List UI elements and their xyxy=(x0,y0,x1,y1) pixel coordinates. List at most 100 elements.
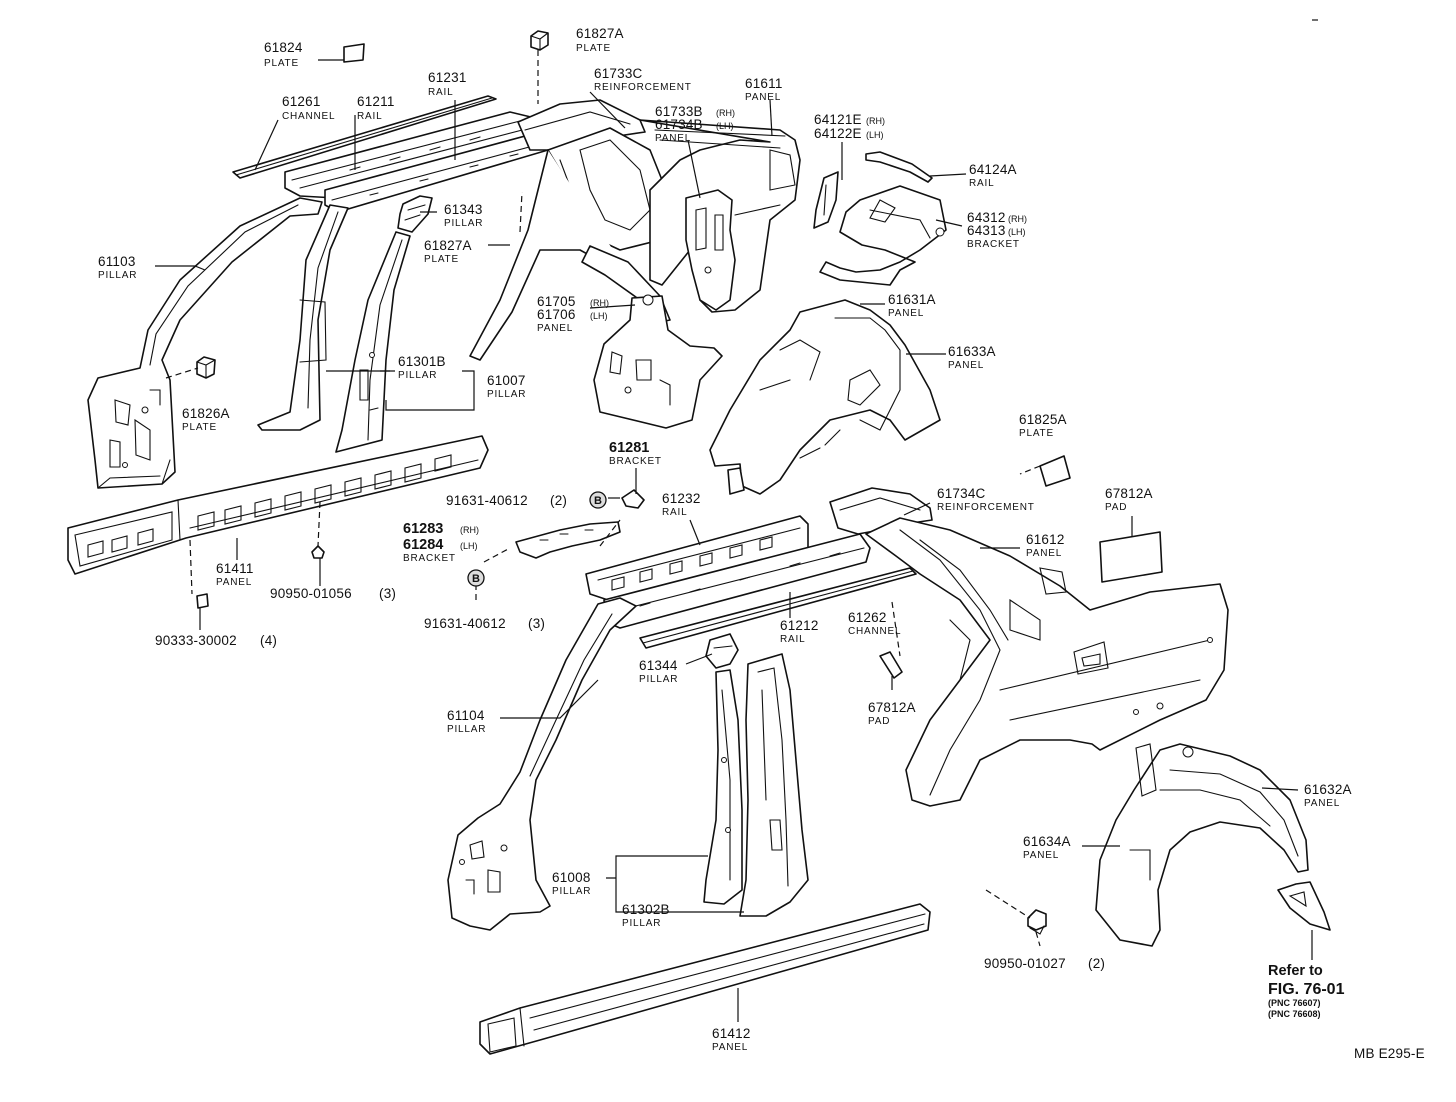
label-61705-name: PANEL xyxy=(537,323,573,334)
label-61211-name: RAIL xyxy=(357,111,382,122)
label-90950-01027-qty: (2) xyxy=(1088,956,1105,971)
label-61633a-number: 61633A xyxy=(948,344,996,359)
label-61633a-name: PANEL xyxy=(948,360,984,371)
label-61733c-number: 61733C xyxy=(594,66,643,81)
label-61284-number: 61284 xyxy=(403,537,443,553)
label-61283-name: BRACKET xyxy=(403,553,456,564)
label-64312-side: (RH) xyxy=(1008,214,1027,224)
panel-61412-part xyxy=(479,903,931,1055)
panel-61633a-part xyxy=(709,299,941,495)
refer-pnc-1: (PNC 76607) xyxy=(1268,998,1321,1008)
label-64124a-name: RAIL xyxy=(969,178,994,189)
refer-to-text: Refer to xyxy=(1268,963,1323,979)
label-61343-name: PILLAR xyxy=(444,218,483,229)
panel-61612-part xyxy=(865,517,1229,807)
label-90333-30002-number: 90333-30002 xyxy=(155,633,237,648)
label-64122e-side: (LH) xyxy=(866,130,884,140)
label-61344-number: 61344 xyxy=(639,658,678,673)
label-61302b-number: 61302B xyxy=(622,902,670,917)
label-64121e-side: (RH) xyxy=(866,116,885,126)
label-90333-30002-qty: (4) xyxy=(260,633,277,648)
plate-61826a-part xyxy=(196,356,216,379)
label-61232-number: 61232 xyxy=(662,491,701,506)
label-61344-name: PILLAR xyxy=(639,674,678,685)
label-61211-number: 61211 xyxy=(357,94,395,109)
label-64312-name: BRACKET xyxy=(967,239,1020,250)
clip-90950-01056-part xyxy=(311,545,325,559)
label-61283-number: 61283 xyxy=(403,521,443,537)
label-61008-name: PILLAR xyxy=(552,886,591,897)
label-61734c-name: REINFORCEMENT xyxy=(937,502,1035,513)
label-61103-number: 61103 xyxy=(98,254,136,269)
label-61827a-top-name: PLATE xyxy=(576,43,611,54)
pillar-61343-part xyxy=(397,195,433,233)
label-61104-name: PILLAR xyxy=(447,724,486,735)
label-61262-name: CHANNEL xyxy=(848,626,901,637)
label-61212-number: 61212 xyxy=(780,618,819,633)
channel-61262-part xyxy=(639,567,917,649)
label-67812a-bottom-number: 67812A xyxy=(868,700,916,715)
label-61734b-side: (LH) xyxy=(716,121,734,131)
label-61283-side: (RH) xyxy=(460,525,479,535)
clip-90333-30002-part xyxy=(196,593,209,609)
bracket-64121e-part xyxy=(813,171,839,229)
label-90950-01027-number: 90950-01027 xyxy=(984,956,1066,971)
label-61634a-name: PANEL xyxy=(1023,850,1059,861)
rail-64124a-part xyxy=(865,151,933,183)
label-61706-side: (LH) xyxy=(590,311,608,321)
label-64313-number: 64313 xyxy=(967,223,1006,238)
clip-90950-01027-part xyxy=(1027,909,1047,935)
label-61301b-number: 61301B xyxy=(398,354,446,369)
label-61734c-number: 61734C xyxy=(937,486,986,501)
label-90950-01056-qty: (3) xyxy=(379,586,396,601)
diagram-code: MB E295-E xyxy=(1354,1046,1425,1061)
label-61705-side: (RH) xyxy=(590,298,609,308)
label-61281-name: BRACKET xyxy=(609,456,662,467)
label-61631a-number: 61631A xyxy=(888,292,936,307)
plate-61824-part xyxy=(343,43,365,63)
pad-67812a-top-part xyxy=(1099,531,1163,583)
label-61733b-name: PANEL xyxy=(655,133,691,144)
label-61301b-name: PILLAR xyxy=(398,370,437,381)
panel-61411-part xyxy=(67,435,489,575)
badge-b-2-text: B xyxy=(472,573,480,585)
panel-61705-part xyxy=(469,149,723,429)
pillar-61302b-part xyxy=(739,653,809,917)
label-61824-number: 61824 xyxy=(264,40,303,55)
label-61302b-name: PILLAR xyxy=(622,918,661,929)
label-61706-number: 61706 xyxy=(537,307,576,322)
label-61827a-mid-number: 61827A xyxy=(424,238,472,253)
label-64124a-number: 64124A xyxy=(969,162,1017,177)
plate-61827a-top-part xyxy=(530,30,549,51)
label-61411-name: PANEL xyxy=(216,577,252,588)
pillar-61008-part xyxy=(703,669,743,905)
rail-61232-part xyxy=(585,515,809,601)
label-61612-name: PANEL xyxy=(1026,548,1062,559)
label-61611-number: 61611 xyxy=(745,76,783,91)
plate-61825a-part xyxy=(1039,455,1071,487)
label-61104-number: 61104 xyxy=(447,708,485,723)
label-61007-name: PILLAR xyxy=(487,389,526,400)
label-61733b-side: (RH) xyxy=(716,108,735,118)
bolt-b-badge-1: B xyxy=(589,491,607,509)
refer-fig-text: FIG. 76-01 xyxy=(1268,981,1345,998)
label-67812a-top-name: PAD xyxy=(1105,502,1127,513)
label-61611-name: PANEL xyxy=(745,92,781,103)
label-61733c-name: REINFORCEMENT xyxy=(594,82,692,93)
pillar-61104-part xyxy=(447,597,637,931)
label-61825a-name: PLATE xyxy=(1019,428,1054,439)
label-91631-40612-b-qty: (3) xyxy=(528,616,545,631)
label-61631a-name: PANEL xyxy=(888,308,924,319)
label-90950-01056-number: 90950-01056 xyxy=(270,586,352,601)
label-61827a-mid-name: PLATE xyxy=(424,254,459,265)
leader-lines xyxy=(155,50,1313,1022)
panel-61733b-part xyxy=(685,189,736,311)
pillar-61007-part xyxy=(257,204,349,431)
label-61733b-number: 61733B xyxy=(655,104,703,119)
label-91631-40612-a-number: 91631-40612 xyxy=(446,493,528,508)
label-61705-number: 61705 xyxy=(537,294,576,309)
label-91631-40612-b-number: 91631-40612 xyxy=(424,616,506,631)
label-61827a-top-number: 61827A xyxy=(576,26,624,41)
label-91631-40612-a-qty: (2) xyxy=(550,493,567,508)
